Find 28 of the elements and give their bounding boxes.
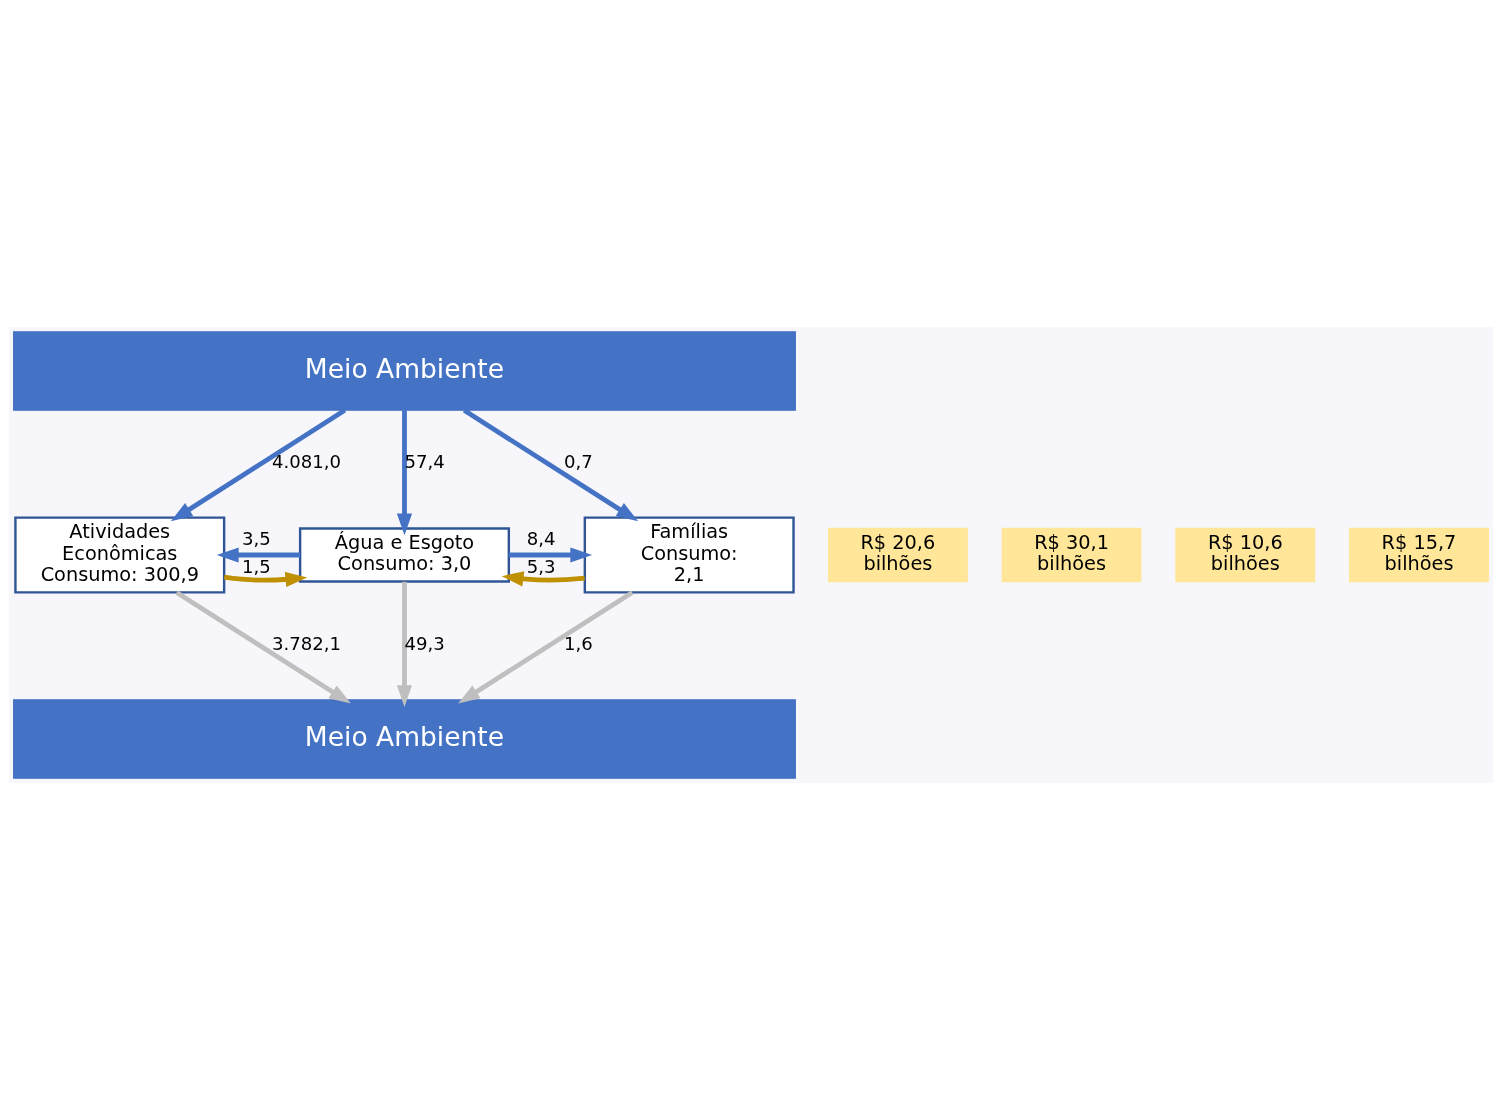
node-box: Atividades Econômicas Consumo: 300,9	[14, 515, 226, 594]
arrow	[501, 570, 585, 586]
arrow	[396, 581, 413, 707]
node-box: Famílias Consumo: 2,1	[583, 515, 795, 594]
edge-label: 3.782,1	[271, 632, 341, 654]
arrow	[223, 571, 308, 587]
arrow	[170, 407, 347, 521]
arrow	[458, 589, 634, 704]
edge-label: 4.081,0	[271, 450, 341, 472]
arrow	[175, 589, 351, 704]
arrow	[396, 409, 413, 535]
edge-label: 49,3	[404, 632, 445, 654]
node-box: R$ 15,7 bilhões	[1349, 527, 1489, 582]
node-box: Meio Ambiente	[13, 698, 796, 779]
arrow	[462, 407, 639, 521]
arrow	[216, 546, 301, 563]
node-box: Água e Esgoto Consumo: 3,0	[298, 526, 511, 583]
edge-label: 0,7	[564, 450, 593, 472]
edge-label: 1,6	[564, 632, 593, 654]
node-box: Meio Ambiente	[13, 330, 796, 411]
edge-label: 5,3	[526, 555, 556, 577]
node-box: R$ 30,1 bilhões	[1001, 527, 1142, 582]
edge-label: 1,5	[242, 555, 271, 577]
node-box: R$ 10,6 bilhões	[1175, 527, 1316, 582]
edge-label: 3,5	[242, 527, 271, 549]
edge-label: 8,4	[526, 527, 556, 549]
node-box: R$ 20,6 bilhões	[827, 527, 968, 582]
arrow	[508, 546, 593, 563]
